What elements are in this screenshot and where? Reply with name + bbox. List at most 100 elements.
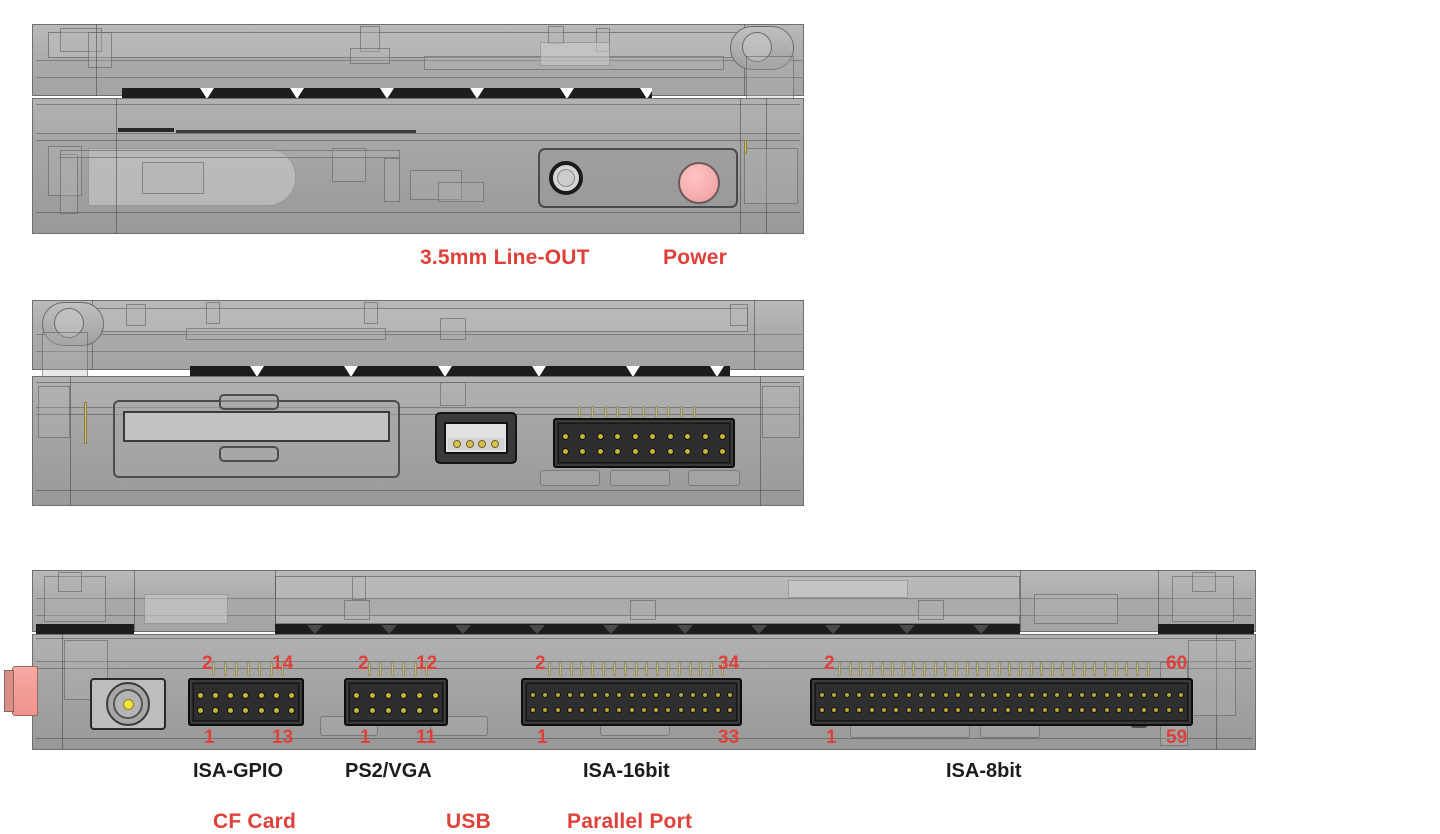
pin (869, 693, 874, 697)
pin (728, 693, 732, 697)
header-finger (281, 662, 284, 676)
isa-8bit-pin-row-top (820, 693, 1183, 697)
lid3-detail-f (630, 600, 656, 620)
view-rear-edge: 2 14 1 13 2 12 1 11 2 34 1 33 (0, 566, 1440, 786)
pin (1042, 708, 1047, 712)
pin (703, 708, 708, 712)
power-button[interactable] (678, 162, 720, 204)
header-finger (955, 662, 959, 676)
lid2-detail-f (186, 328, 386, 340)
pin (1055, 708, 1060, 712)
pin (1141, 693, 1146, 697)
pin (919, 693, 923, 697)
header-finger (677, 662, 681, 676)
parallel-port-header[interactable] (553, 418, 735, 468)
header-finger (1135, 662, 1139, 676)
pin (844, 708, 849, 712)
lid2-detail-a (126, 304, 146, 326)
pin (666, 708, 671, 712)
pin (213, 693, 219, 698)
header-finger (634, 662, 638, 676)
pin (228, 693, 234, 698)
pin (417, 693, 423, 698)
base-interior-d (384, 158, 400, 202)
isa-gpio-pin-row-top (198, 693, 294, 698)
isa-8bit-pin-60-marker: 60 (1166, 653, 1188, 674)
pin (993, 708, 998, 712)
pin (604, 708, 609, 712)
header-finger (424, 662, 428, 676)
pin (685, 449, 691, 454)
header-finger (1029, 662, 1033, 676)
ps2-vga-pin-2-marker: 2 (358, 653, 369, 674)
lid-latch-teeth-2 (190, 366, 730, 377)
pin (617, 693, 622, 697)
base-interior-chip (142, 162, 204, 194)
lid3-detail-k (1192, 572, 1216, 592)
pin (1018, 693, 1022, 697)
header-finger (413, 662, 417, 676)
lid3-detail-a (44, 576, 106, 622)
base-seam-1 (36, 140, 800, 141)
header-finger (390, 662, 394, 676)
isa-gpio-header-body[interactable] (188, 678, 304, 726)
pin (615, 449, 621, 454)
lid-detail-c (360, 26, 380, 52)
header-finger (623, 662, 627, 676)
pin (567, 708, 572, 712)
usb-contact-tongue (448, 438, 504, 450)
header-finger (944, 662, 948, 676)
base-strip-dark-2 (176, 130, 416, 133)
pin (1154, 708, 1159, 712)
pin (288, 693, 294, 698)
pin (980, 693, 985, 697)
isa-8bit-header[interactable] (810, 678, 1193, 726)
ps2-vga-header[interactable] (344, 678, 448, 726)
isa-16bit-pin-1-marker: 1 (537, 727, 548, 748)
header-finger (1146, 662, 1150, 676)
left-edge-pink-tab (12, 666, 38, 716)
pin (288, 708, 294, 713)
pin (629, 708, 634, 712)
pin (401, 708, 407, 713)
isa-16bit-pin-2-marker: 2 (535, 653, 546, 674)
pin (354, 708, 359, 713)
lid-rail-2 (36, 334, 802, 352)
pin (641, 708, 646, 712)
pin (1030, 693, 1035, 697)
header-finger (558, 662, 562, 676)
hinge-eye-2 (54, 308, 84, 338)
header-finger (1018, 662, 1022, 676)
base2-seam-2 (36, 490, 800, 491)
lid2-detail-c (364, 302, 378, 324)
base3-seam-1 (36, 668, 1252, 669)
usb-contact-1 (454, 441, 461, 447)
pin (1055, 693, 1060, 697)
pin (691, 693, 696, 697)
base2-interior-d (540, 470, 600, 486)
pin (650, 449, 656, 454)
isa-16bit-header[interactable] (521, 678, 742, 726)
header-finger (591, 662, 595, 676)
pin (369, 708, 375, 713)
lid-latch-teeth (122, 88, 652, 99)
header-finger (1082, 662, 1086, 676)
parallel-port-fingers (578, 406, 696, 420)
header-finger (976, 662, 980, 676)
lid-detail-b (88, 32, 112, 68)
header-finger (1093, 662, 1097, 676)
pin (432, 708, 438, 713)
pin (1129, 708, 1134, 712)
base2-divider-1 (70, 376, 71, 506)
header-finger (721, 662, 724, 676)
usb-contact-4 (491, 441, 498, 447)
header-finger (848, 662, 852, 676)
base-divider-2 (740, 98, 741, 234)
pin (881, 708, 886, 712)
header-finger (869, 662, 873, 676)
label-isa-16bit: ISA-16bit (583, 760, 670, 782)
header-finger (223, 662, 227, 676)
isa-16bit-fingers (548, 662, 724, 676)
line-out-jack[interactable] (549, 161, 583, 195)
pin (1104, 693, 1109, 697)
